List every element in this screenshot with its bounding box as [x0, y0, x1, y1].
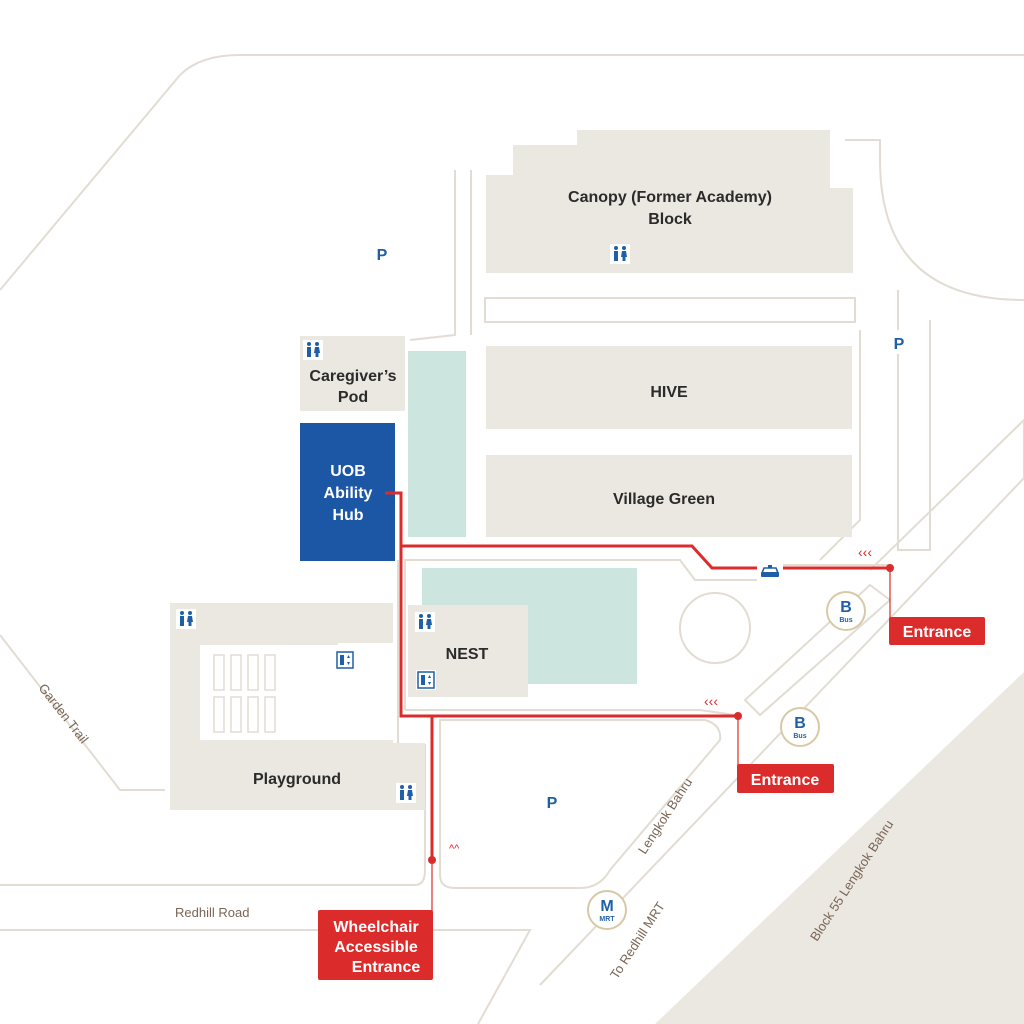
- bus-letter: B: [794, 715, 806, 732]
- entrance-south[interactable]: Entrance: [737, 764, 834, 793]
- wheelchair-entrance-label-line3: Entrance: [352, 959, 421, 976]
- bus-letter: B: [840, 599, 852, 616]
- parking-letter: P: [894, 336, 905, 353]
- uob-ability-hub[interactable]: [300, 423, 395, 561]
- village-green-block: [486, 455, 852, 537]
- bus-sub: Bus: [839, 617, 852, 624]
- toilet-icon: [415, 612, 435, 632]
- toilet-icon: [396, 783, 416, 803]
- parking-letter: P: [547, 795, 558, 812]
- wheelchair-entrance-label: Wheelchair: [333, 919, 418, 936]
- uob-hub-label-line3: Hub: [332, 507, 363, 524]
- uob-hub-label-line2: Ability: [324, 485, 373, 502]
- garden-trail-label: Garden Trail: [36, 681, 92, 747]
- direction-arrows-up-icon: ^^: [449, 843, 460, 855]
- wheelchair-entrance[interactable]: Wheelchair Accessible Entrance: [318, 910, 433, 980]
- parking-letter: P: [377, 247, 388, 264]
- green-strip: [408, 351, 466, 537]
- parking-icon: P: [540, 789, 564, 813]
- caregivers-pod-label: Caregiver’s: [309, 368, 396, 385]
- entrance-south-label: Entrance: [751, 772, 820, 789]
- bus-stop-icon: B Bus: [780, 707, 820, 747]
- mrt-sub: MRT: [599, 916, 615, 923]
- wheelchair-entrance-label-line2: Accessible: [334, 939, 418, 956]
- taxi-icon: [757, 560, 783, 582]
- entrance-east[interactable]: Entrance: [889, 617, 985, 645]
- lift-icon: [416, 670, 436, 690]
- caregivers-pod-label-line2: Pod: [338, 389, 368, 406]
- redhill-road-label: Redhill Road: [175, 905, 249, 920]
- parking-icon: P: [370, 241, 394, 265]
- block-55-area: [655, 672, 1024, 1024]
- lift-icon: [335, 650, 355, 670]
- village-green-label: Village Green: [613, 491, 715, 508]
- entrance-east-label: Entrance: [903, 624, 972, 641]
- parking-icon: P: [887, 330, 911, 354]
- toilet-icon: [610, 244, 630, 264]
- playground-equipment: [213, 654, 276, 733]
- accessible-route: [385, 491, 894, 912]
- nest-label: NEST: [446, 646, 489, 663]
- lengkok-bahru-label: Lengkok Bahru: [635, 775, 695, 857]
- toilet-icon: [176, 609, 196, 629]
- canopy-label: Canopy (Former Academy): [568, 189, 772, 206]
- mrt-letter: M: [600, 898, 613, 915]
- uob-hub-label: UOB: [330, 463, 366, 480]
- playground-label: Playground: [253, 771, 341, 788]
- playground-block: [170, 603, 425, 810]
- direction-arrows-icon: ‹‹‹: [858, 544, 872, 560]
- hive-block: [486, 346, 852, 429]
- hive-label: HIVE: [650, 384, 688, 401]
- mrt-icon: M MRT: [587, 890, 627, 930]
- bus-stop-icon: B Bus: [826, 591, 866, 631]
- direction-arrows-icon: ‹‹‹: [704, 693, 718, 709]
- canopy-label-line2: Block: [648, 211, 692, 228]
- toilet-icon: [303, 340, 323, 360]
- canopy-block: [486, 130, 853, 273]
- bus-sub: Bus: [793, 733, 806, 740]
